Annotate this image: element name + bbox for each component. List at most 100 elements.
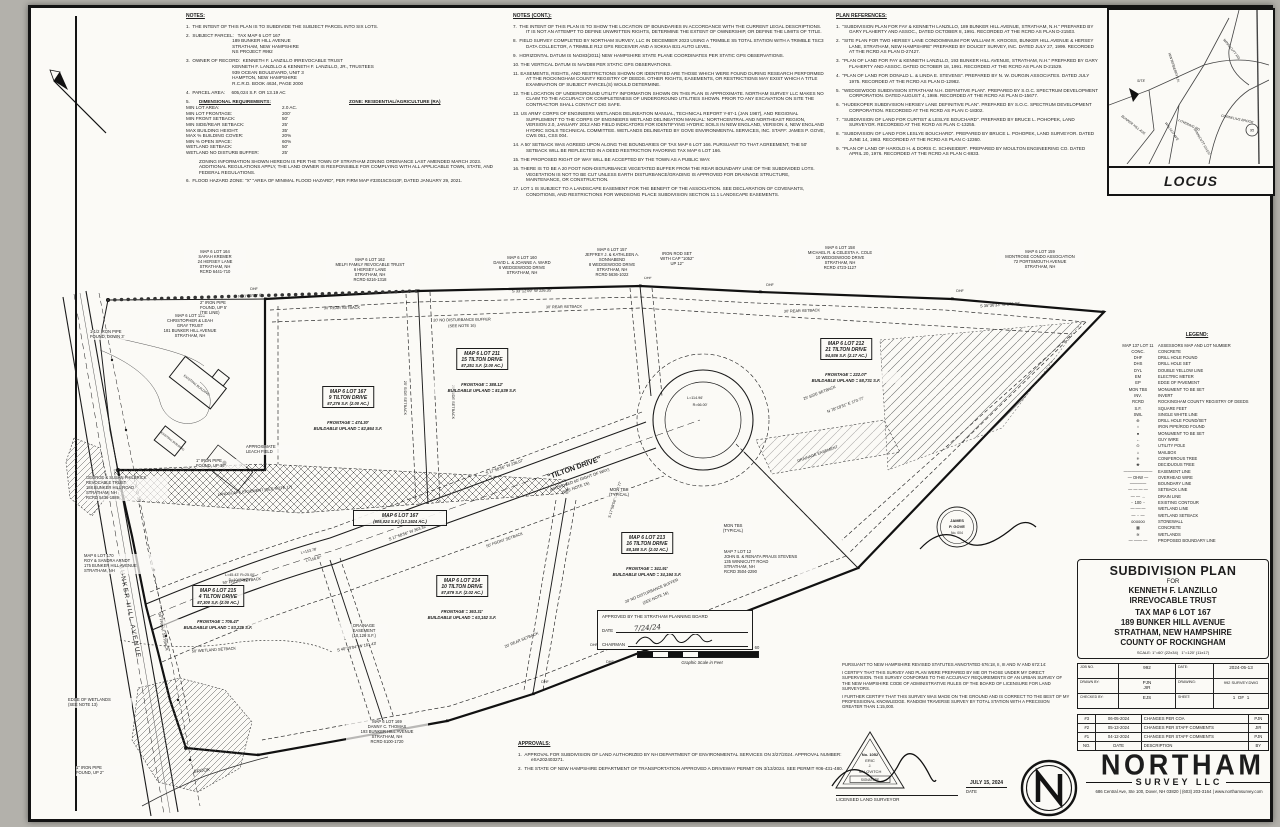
abutter-label: MAP 7 LOT 12 JOHN B. & RENATA PRAUS STEV… [724, 549, 818, 575]
plan-reference-item: 7. "SUBDIVISION OF LAND FOR CURTIST & LE… [836, 116, 1075, 128]
note-item: 4. PARCEL AREA: 605,024 S.F. OR 13.19 AC [186, 89, 286, 95]
lot-label-212: MAP 6 LOT 212 21 TILTON DRIVE 94,936 S.F… [820, 338, 872, 361]
firm-address: 686 Central Ave, Ste 100, Dover, NH 0382… [1095, 789, 1263, 794]
site-town: STRATHAM, NEW HAMPSHIRE [1114, 628, 1232, 637]
note-5-heading: DIMENSIONAL REQUIREMENTS: [199, 98, 271, 104]
lot-area: (605,024 S.F.) (13.1924 AC.) [373, 518, 427, 524]
legend-row: CONC.CONCRETE [1131, 348, 1181, 354]
plan-reference-item: 1. "SUBDIVISION PLAN FOR FAY & KENNETH L… [836, 23, 1094, 35]
lot-address: 16 TILTON DRIVE [626, 540, 668, 547]
plan-reference-item: 3. "PLAN OF LAND FOR FAY & KENNETH LANZI… [836, 58, 1098, 69]
note-item: 16. THERE IS TO BE A 20 FOOT NON-DISTURB… [513, 165, 815, 183]
abutter-label: MAP 6 LOT 157 JEFFREY J. & KATHLEEN A. S… [572, 247, 652, 278]
lot-area: 94,936 S.F. (2.17 AC.) [825, 352, 867, 358]
lot-address: 15 TILTON DRIVE [461, 356, 503, 363]
svg-text:JAMES: JAMES [950, 518, 964, 523]
abutter-label: MAP 6 LOT 169 DANNY C. THOMAS 193 BUNKER… [346, 719, 428, 745]
lot-notes-167: FRONTAGE = 474.30' BUILDABLE UPLAND = 82… [293, 420, 403, 432]
legend-row: ⊕DRILL HOLE FOUND/SET [1136, 418, 1207, 424]
plan-label: BROOK [193, 767, 211, 774]
plan-label: L=153.78' [300, 547, 317, 555]
approval-chairman-label: CHAIRMAN [602, 642, 625, 647]
svg-text:J.: J. [869, 764, 872, 768]
drawing-label: DRAWING: [1178, 680, 1196, 684]
plan-reference-item: 4. "PLAN OF LAND FOR DONALD L. & LINDA E… [836, 72, 1090, 84]
wetland-setback-line [119, 639, 333, 653]
svg-text:ERIC: ERIC [865, 758, 875, 763]
lot-notes-213: FRONTAGE = 341.91' BUILDABLE UPLAND = 34… [592, 566, 702, 578]
legend-row: — — — —SETBACK LINE [1128, 487, 1188, 493]
lot-label-215: MAP 6 LOT 215 4 TILTON DRIVE 87,300 S.F.… [192, 585, 244, 608]
locus-label: WINNICUTT RD. [1222, 38, 1241, 61]
lot-name: MAP 6 LOT 214 [443, 577, 481, 584]
landscape-easement-hatch [113, 463, 569, 514]
abutter-label: MAP 6 LOT 170 ROY & SANDRA ARNDT 175 BUN… [84, 553, 164, 574]
drawing-value: 992 SURVEY.DWG [1223, 680, 1259, 685]
dimensional-requirement-row: MIN FRONT SETBACK:50' [186, 116, 288, 122]
notes-panel: NOTES: 1. THE INTENT OF THIS PLAN IS TO … [186, 13, 506, 187]
note-item: 15. THE PROPOSED RIGHT OF WAY WILL BE AC… [513, 157, 711, 162]
locus-label: WINNICUTT RIVER [1193, 127, 1212, 156]
chairman-signature [635, 634, 713, 645]
plan-label: R=66.00' [693, 403, 708, 407]
plan-label: 20' REAR SETBACK [504, 630, 540, 649]
notes-list-b: 6. FLOOD HAZARD ZONE: "X" "AREA OF MINIM… [186, 178, 506, 184]
plan-label: 25' SIDE SETBACK [451, 385, 456, 420]
certification-accuracy: I CERTIFY THAT THIS SURVEY AND PLAN WERE… [842, 670, 1063, 691]
lot-name: MAP 6 LOT 213 [628, 534, 666, 541]
note-item: 12. THE LOCATION OF UNDERGROUND UTILITY … [513, 90, 824, 108]
plan-reference-item: 5. "WEDGEWOOD SUBDIVISION STRATHAM N.H. … [836, 87, 1098, 99]
locus-map: WINNICUTT RD.WINTERBERRY LN.LOVERING RD.… [1107, 8, 1275, 196]
zoning-paragraph: ZONING INFORMATION SHOWN HEREON IS PER T… [199, 158, 493, 175]
proposed-lot-lines [329, 285, 859, 722]
dimensional-requirement-row: MAX % BUILDING COVER:20% [186, 133, 292, 139]
approval-chairman-line [627, 634, 748, 647]
legend-row: ○IRON PIPE/ROD FOUND [1136, 424, 1205, 430]
locus-label: CORNELIUS BROOK [1221, 114, 1255, 125]
plan-label: S 35°36'33" W 272.34' [980, 301, 1020, 309]
licensed-surveyor-line: LICENSED LAND SURVEYOR [836, 795, 958, 802]
lot-address: 9 TILTON DRIVE [328, 394, 368, 401]
binding-margin-rule [75, 16, 77, 811]
abutter-label: 2" IRON PIPE FOUND, UP 5' (TIE LINE) [200, 300, 252, 316]
lot-notes-211: FRONTAGE = 388.12' BUILDABLE UPLAND = 81… [427, 382, 537, 394]
legend-row: — — →DRAIN LINE [1130, 493, 1181, 499]
plan-reference-item: 8. "SUBDIVISION OF LAND FOR LESLYE BOUCH… [836, 131, 1095, 142]
locus-label: SITE [1137, 79, 1146, 83]
plan-label: DHF [541, 680, 549, 684]
plan-label: DHF [766, 283, 774, 287]
plan-label: N 31°10'50" E [238, 293, 262, 298]
title-box: SUBDIVISION PLAN FOR KENNETH F. LANZILLO… [1077, 559, 1269, 659]
plan-reference-item: 9. "PLAN OF LAND OF HAROLD H. & DORIS C.… [836, 145, 1086, 157]
legend-row: ⊙UTILITY POLE [1136, 443, 1186, 449]
approvals-title: APPROVALS: [518, 741, 551, 747]
firm-wordmark: NORTHAM SURVEY LLC 686 Central Ave, Ste … [1086, 748, 1272, 794]
drainage-easement-hatch [755, 419, 901, 475]
lot-name: MAP 6 LOT 211 [464, 350, 500, 357]
note-item: 9. HORIZONTAL DATUM IS NAD83(2011) NEW H… [513, 52, 784, 58]
dimensional-requirement-row: WETLAND SETBACK:50' [186, 144, 288, 150]
approval-date-label: DATE [602, 628, 614, 633]
note-5-number: 5. [186, 98, 190, 104]
legend-row: ·· 100 ··EXISTING CONTOUR [1130, 500, 1199, 506]
certification-ground: I FURTHER CERTIFY THAT THIS SURVEY WAS M… [842, 694, 1070, 710]
scale-bar-graphic [637, 651, 759, 658]
surveyor-signature [831, 753, 937, 787]
legend-row: ————BOUNDARY LINE [1129, 481, 1192, 487]
job-info-table: JOB NO. 992 DATE: 2024-05-13 DRAWN BY: P… [1077, 663, 1269, 709]
legend-row: — OHW —OVERHEAD WIRE [1127, 474, 1193, 480]
plan-label: S 40°29'04" W 181.43' [337, 641, 377, 653]
plan-label: 30' REAR SETBACK [546, 304, 583, 310]
dimensional-requirement-row: MAX BUILDING HEIGHT:35' [186, 127, 288, 133]
plan-label: DHF [644, 276, 652, 280]
note-item: 17. LOT 1 IS SUBJECT TO A LANDSCAPE EASE… [513, 186, 805, 197]
job-no-label: JOB NO. [1080, 665, 1095, 669]
